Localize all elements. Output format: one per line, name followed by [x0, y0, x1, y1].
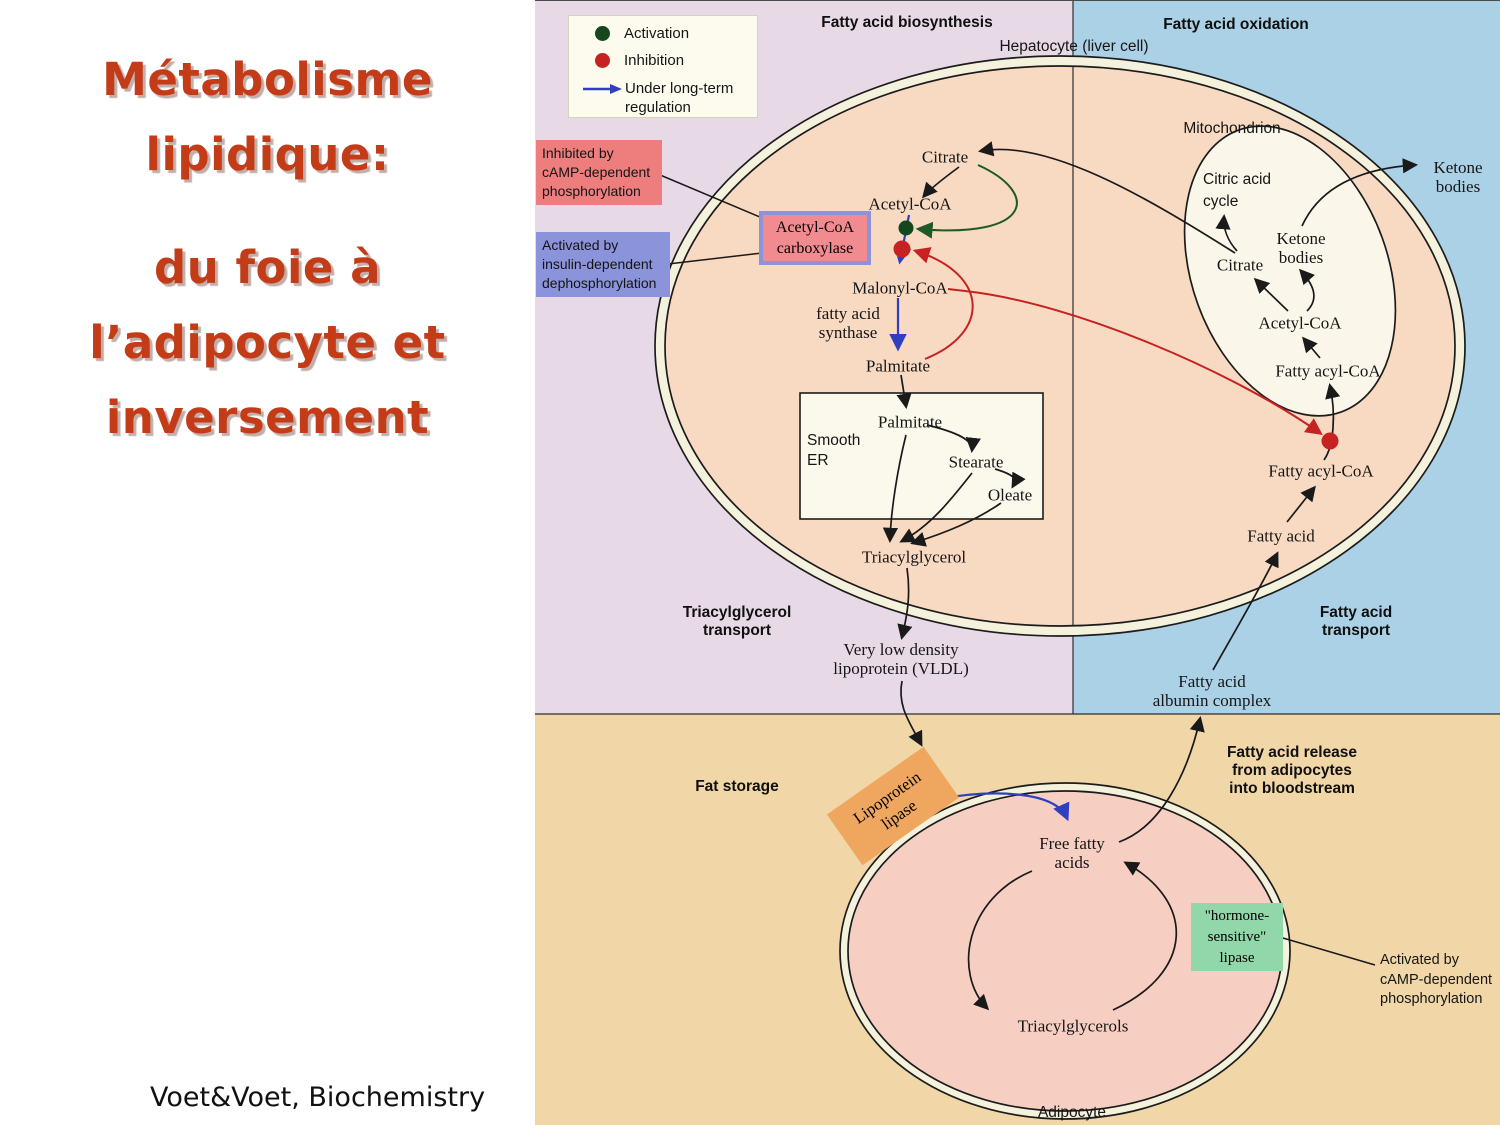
header-biosynthesis: Fatty acid biosynthesis: [821, 14, 993, 31]
mitochondrion-body: [1183, 125, 1397, 417]
legend: Activation Inhibition Under long-term re…: [568, 15, 758, 118]
fa-albumin-complex: Fatty acid albumin complex: [1152, 672, 1272, 710]
smooth-er-label: Smooth ER: [807, 432, 861, 469]
source-credit: Voet&Voet, Biochemistry: [150, 1082, 486, 1113]
activation-arrow: [915, 164, 1018, 239]
stearate: Stearate: [948, 452, 1004, 472]
header-oxidation: Fatty acid oxidation: [1163, 16, 1309, 33]
acetyl-coa-cytosol: Acetyl-CoA: [868, 194, 952, 214]
hepatocyte-membrane: [654, 55, 1466, 637]
page-title: Métabolisme lipidique:: [102, 53, 433, 181]
oleate: Oleate: [987, 485, 1033, 505]
legend-inhibition-label: Inhibition: [624, 52, 685, 69]
legend-activation-row: Activation: [579, 24, 689, 43]
free-fatty-acids: Free fatty acids: [1039, 834, 1105, 872]
legend-regulation-label: Under long-term regulation: [625, 80, 734, 116]
diagram-artwork: [535, 1, 1500, 1125]
legend-regulation-row: Under long-term regulation: [579, 79, 733, 117]
metabolism-diagram: Activation Inhibition Under long-term re…: [535, 0, 1500, 1125]
page-subtitle: du foie à l’adipocyte et inversement: [89, 241, 446, 444]
triacylglycerol: Triacylglycerol: [861, 547, 967, 567]
inhibition-dot-transport: [1321, 432, 1339, 450]
vldl: Very low density lipoprotein (VLDL): [833, 640, 969, 678]
inhibition-dot-icon: [595, 53, 610, 68]
fatty-acyl-coa-mito: Fatty acyl-CoA: [1275, 361, 1381, 381]
palmitate: Palmitate: [865, 356, 931, 376]
mitochondrion-label: Mitochondrion: [1183, 120, 1281, 137]
ketone-bodies-blood: Ketone bodies: [1433, 158, 1483, 196]
header-fa-release: Fatty acid release from adipocytes into …: [1226, 744, 1358, 797]
fatty-acid: Fatty acid: [1247, 526, 1315, 546]
long-term-arrow-icon: [583, 84, 622, 94]
activation-dot-icon: [595, 26, 610, 41]
adipocyte-label: Adipocyte: [1037, 1104, 1107, 1121]
adipocyte-cell: [840, 783, 1290, 1119]
triacylglycerols: Triacylglycerols: [1017, 1016, 1129, 1036]
inhibition-dot-acc: [893, 240, 911, 258]
activated-insulin-box: Activated by insulin-dependent dephospho…: [536, 232, 670, 297]
citrate-mito: Citrate: [1216, 255, 1264, 275]
hormone-sensitive-lipase-box: "hormone- sensitive" lipase: [1191, 903, 1283, 971]
palmitate-er: Palmitate: [877, 412, 943, 432]
fatty-acid-synthase: fatty acid synthase: [816, 304, 880, 342]
acetyl-coa-mito: Acetyl-CoA: [1258, 313, 1342, 333]
activation-dot: [898, 220, 914, 236]
pathway-arrows: [882, 141, 1419, 1011]
header-fa-transport: Fatty acid transport: [1319, 604, 1393, 639]
citrate-cytosol: Citrate: [921, 147, 969, 167]
ketone-bodies-mito: Ketone bodies: [1276, 229, 1326, 267]
hepatocyte-label: Hepatocyte (liver cell): [999, 38, 1149, 55]
legend-activation-label: Activation: [624, 25, 690, 42]
citric-acid-cycle-label: Citric acid cycle: [1203, 171, 1272, 210]
callout-lines: [652, 171, 1376, 966]
inhibition-arrows: [912, 247, 1323, 435]
malonyl-coa: Malonyl-CoA: [852, 278, 948, 298]
inhibited-camp-box: Inhibited by cAMP-dependent phosphorylat…: [536, 140, 662, 205]
header-fat-storage: Fat storage: [695, 778, 779, 795]
activated-camp-text: Activated by cAMP-dependent phosphorylat…: [1380, 952, 1493, 1007]
acetyl-coa-carboxylase-box: Acetyl-CoA carboxylase: [759, 211, 871, 265]
fatty-acyl-coa-cytosol: Fatty acyl-CoA: [1268, 461, 1374, 481]
header-tg-transport: Triacylglycerol transport: [682, 604, 792, 639]
smooth-er-box: [799, 392, 1044, 520]
legend-inhibition-row: Inhibition: [579, 51, 684, 70]
